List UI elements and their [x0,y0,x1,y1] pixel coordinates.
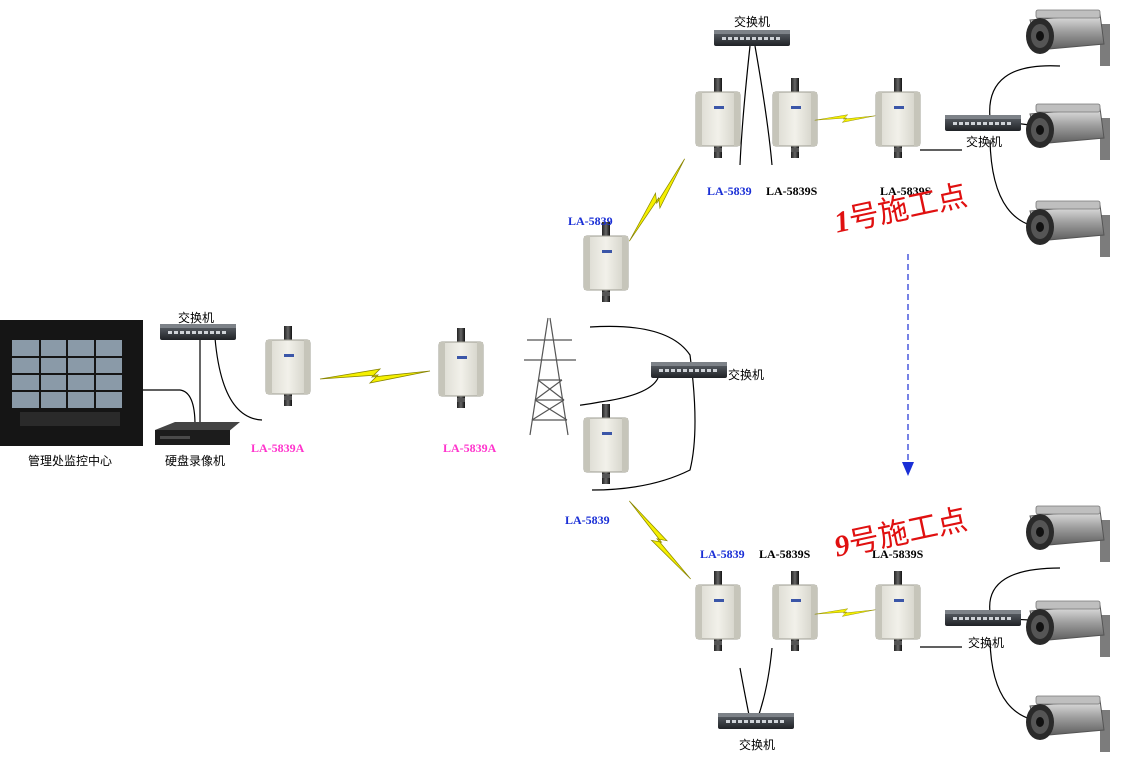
radio-site9-remote [875,570,921,652]
switch-icon [945,115,1021,131]
model-label-la5839s: LA-5839S [766,184,818,198]
wireless-link-icon [814,114,876,123]
model-label-la5839a: LA-5839A [251,441,305,455]
radio-la5839a-relay [438,327,484,409]
switch-icon [945,610,1021,626]
monitor-center-label: 管理处监控中心 [28,454,113,468]
radio-site9-slave [772,570,818,652]
wireless-link-icon [814,608,876,617]
switch-label: 交换机 [968,636,1005,650]
monitor-wall [0,320,143,446]
switch-icon [718,713,794,729]
model-label-la5839s: LA-5839S [759,547,811,561]
camera-icon [1025,505,1111,563]
switch-label: 交换机 [728,368,765,382]
radio-la5839-lower [583,403,629,485]
site-progress-arrow [902,254,914,476]
switch-icon [160,324,236,340]
model-label-la5839: LA-5839 [568,214,613,228]
model-label-la5839: LA-5839 [700,547,745,561]
tower [480,305,580,436]
radio-site9-master [695,570,741,652]
wireless-link-icon [319,368,431,384]
model-label-la5839s: LA-5839S [880,184,932,198]
switch-label: 交换机 [734,15,771,29]
radio-site1-remote [875,77,921,159]
model-label-la5839: LA-5839 [565,513,610,527]
radio-site1-slave [772,77,818,159]
camera-icon [1025,200,1111,258]
camera-icon [1025,695,1111,753]
model-label-la5839s: LA-5839S [872,547,924,561]
wireless-link-icon [621,157,694,244]
switch-label: 交换机 [966,135,1003,149]
radio-la5839-upper [583,221,629,303]
switch-icon [651,362,727,378]
model-label-la5839a: LA-5839A [443,441,497,455]
dvr-label: 硬盘录像机 [165,454,226,468]
camera-icon [1025,600,1111,658]
switch-label: 交换机 [178,311,215,325]
camera-icon [1025,103,1111,161]
wireless-link-icon [625,495,693,586]
switch-icon [714,30,790,46]
model-label-la5839: LA-5839 [707,184,752,198]
camera-icon [1025,9,1111,67]
radio-site1-master [695,77,741,159]
switch-label: 交换机 [739,738,776,752]
radio-la5839a-center [265,325,311,407]
dvr-device [155,422,240,445]
